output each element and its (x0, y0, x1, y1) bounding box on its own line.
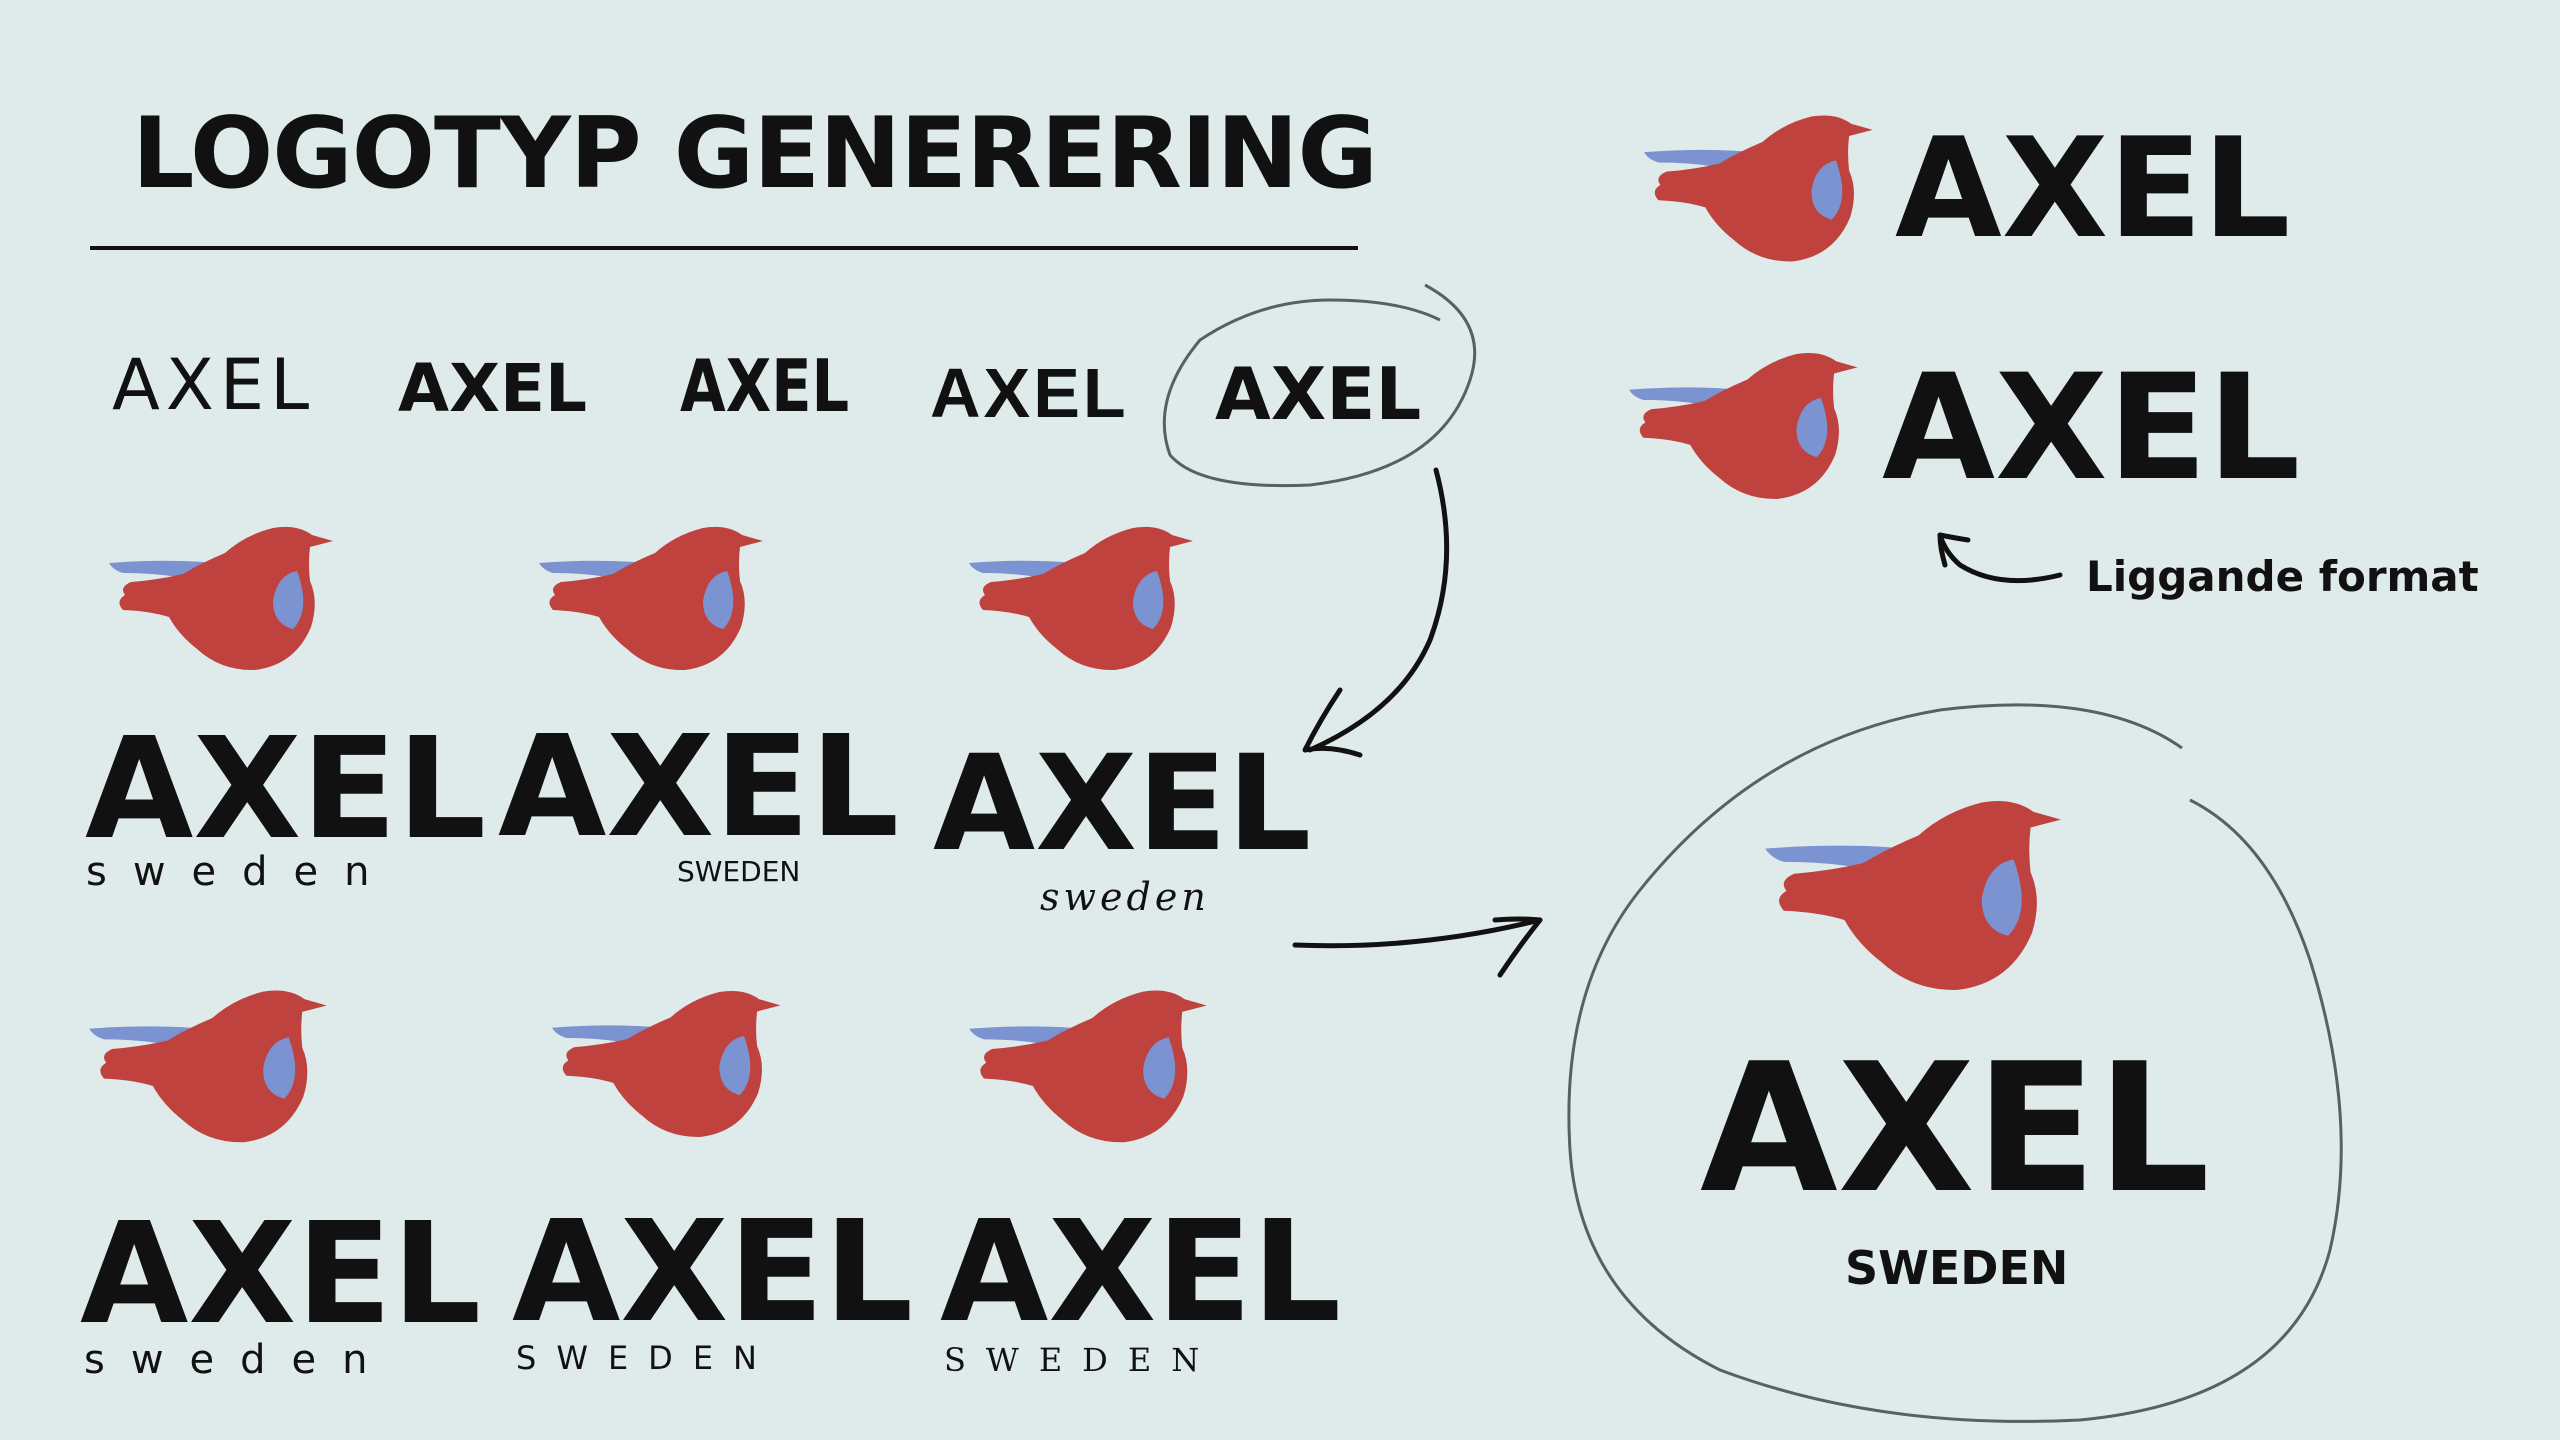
landscape-logo-1-name: AXEL (1895, 108, 2291, 269)
curved-arrow-down (1307, 467, 1450, 753)
title-underline (90, 246, 1358, 250)
arrow-right (1292, 917, 1543, 949)
variant-6-name: AXEL (940, 1191, 1342, 1354)
variant-2-tagline: SWEDEN (677, 855, 801, 888)
arrow-left (1937, 532, 2063, 584)
final-logo-name: AXEL (1700, 1025, 2211, 1232)
arrow-head (1937, 532, 1971, 568)
wordmark-option-2: AXEL (398, 350, 588, 427)
arrow-head (1492, 916, 1543, 978)
variant-3-name: AXEL (933, 727, 1312, 881)
variant-6-tagline: SWEDEN (944, 1341, 1220, 1379)
variant-1-name: AXEL (85, 708, 487, 871)
landscape-logo-2-name: AXEL (1882, 343, 2301, 513)
wordmark-option-1: AXEL (112, 344, 316, 426)
variant-5-name: AXEL (512, 1191, 914, 1354)
variant-4-name: AXEL (80, 1193, 482, 1356)
final-selection-circle (1567, 703, 2343, 1423)
wordmark-option-3: AXEL (680, 344, 850, 428)
arrow-head (1302, 687, 1363, 758)
page-title: LOGOTYP GENERERING (132, 97, 1378, 211)
selection-circle (1162, 283, 1477, 488)
landscape-format-note: Liggande format (2086, 552, 2479, 601)
variant-3-tagline: sweden (1040, 875, 1210, 919)
final-logo-tagline: SWEDEN (1845, 1241, 2069, 1295)
variant-1-tagline: sweden (86, 849, 396, 895)
wordmark-option-5-selected: AXEL (1215, 352, 1422, 436)
variant-2-name: AXEL (498, 706, 900, 869)
variant-5-tagline: SWEDEN (516, 1339, 777, 1377)
variant-4-tagline: sweden (84, 1337, 394, 1383)
wordmark-option-4: AXEL (930, 354, 1129, 432)
